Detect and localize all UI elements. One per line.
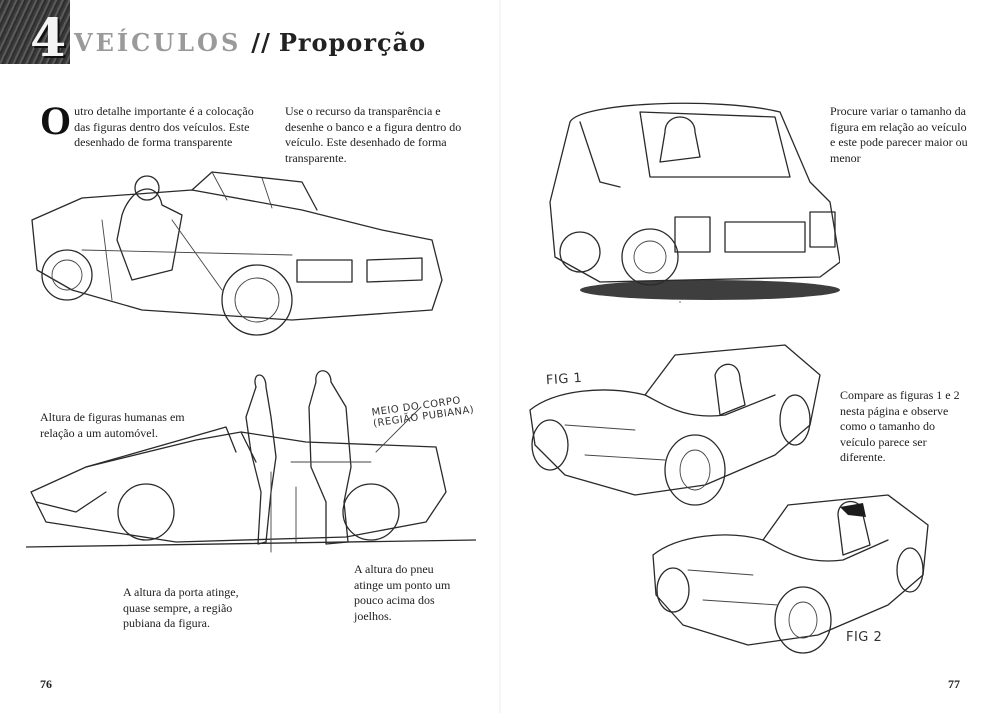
chapter-number: 4 [30,8,67,69]
heights-caption: Altura de figuras humanas em relação a u… [40,410,185,440]
page-gutter [499,0,501,713]
futuristic-car-fig2-illustration [652,494,929,654]
convertible-car-illustration [31,171,443,336]
compact-car-illustration [549,102,840,303]
page-title: Proporção [278,28,427,57]
page-number-right: 77 [948,677,960,691]
section-title: VEÍCULOS [74,28,242,57]
chapter-tab [0,0,70,64]
fig2-label: FIG 2 [846,630,883,645]
vary-size-paragraph: Procure variar o tamanho da figura em re… [830,104,968,165]
page-header: VEÍCULOS //Proporção [74,28,426,57]
transparency-paragraph: Use o recurso da transparência e desenhe… [285,104,462,165]
page-number-left: 76 [40,677,52,691]
compare-paragraph: Compare as figuras 1 e 2 nesta página e … [840,388,960,464]
futuristic-car-fig1-illustration [529,344,821,506]
intro-text: utro detalhe importante é a colocação da… [74,104,254,149]
tire-caption: A altura do pneu atinge um ponto um pouc… [354,562,451,623]
drop-cap: O [40,98,72,143]
height-comparison-illustration [26,370,476,553]
door-caption: A altura da porta atinge, quase sempre, … [123,585,239,630]
title-separator: // [251,28,271,57]
